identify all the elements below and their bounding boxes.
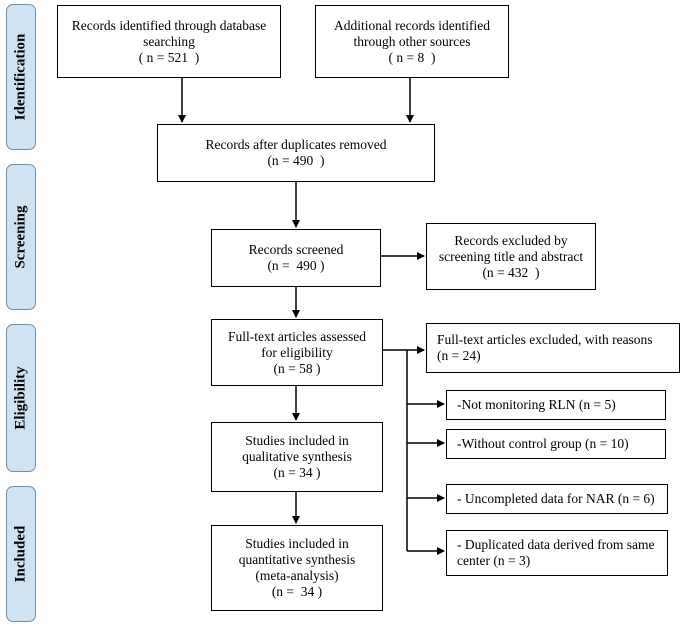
box-database-records: Records identified through database sear… (57, 5, 281, 78)
box-studies-quantitative: Studies included in quantitative synthes… (211, 525, 383, 611)
box-after-duplicates: Records after duplicates removed (n = 49… (157, 124, 435, 182)
database-records-count: ( n = 521 ) (138, 49, 200, 65)
records-excluded-line-2: screening title and abstract (438, 248, 584, 264)
quantitative-line-3: (meta-analysis) (255, 568, 339, 583)
records-excluded-line-1: Records excluded by (454, 232, 568, 248)
database-records-line-1: Records identified through database (71, 17, 267, 33)
box-reason-uncompleted-nar: - Uncompleted data for NAR (n = 6) (446, 484, 668, 514)
box-reason-duplicated-data: - Duplicated data derived from same cent… (446, 530, 668, 576)
qualitative-line-1: Studies included in (245, 433, 349, 448)
reason-duplicated-line-2: center (n = 3) (457, 553, 531, 568)
fulltext-excluded-count: (n = 24) (437, 348, 481, 363)
records-screened-count: (n = 490 ) (267, 258, 325, 273)
stage-screening: Screening (6, 164, 36, 310)
reason-without-control-text: -Without control group (n = 10) (457, 436, 629, 451)
after-duplicates-line-1: Records after duplicates removed (205, 137, 387, 152)
fulltext-assessed-line-2: for eligibility (261, 344, 333, 360)
box-fulltext-excluded: Full-text articles excluded, with reason… (426, 323, 680, 373)
other-records-line-2: through other sources (353, 33, 471, 49)
stage-included: Included (6, 486, 36, 622)
qualitative-count: (n = 34 ) (273, 465, 321, 480)
qualitative-line-2: qualitative synthesis (242, 449, 352, 464)
box-reason-without-control: -Without control group (n = 10) (446, 429, 666, 459)
box-records-screened: Records screened (n = 490 ) (211, 229, 381, 287)
stage-identification: Identification (6, 4, 36, 150)
fulltext-assessed-line-1: Full-text articles assessed (228, 328, 366, 344)
other-records-line-1: Additional records identified (334, 17, 490, 33)
quantitative-line-2: quantitative synthesis (238, 552, 356, 567)
stage-eligibility: Eligibility (6, 324, 36, 472)
records-screened-line-1: Records screened (248, 242, 344, 257)
box-fulltext-assessed: Full-text articles assessed for eligibil… (211, 319, 383, 386)
quantitative-line-1: Studies included in (245, 536, 349, 551)
reason-uncompleted-nar-text: - Uncompleted data for NAR (n = 6) (457, 491, 655, 506)
database-records-line-2: searching (143, 33, 195, 49)
box-records-excluded-screening: Records excluded by screening title and … (426, 223, 596, 290)
other-records-count: ( n = 8 ) (388, 49, 436, 65)
quantitative-count: (n = 34 ) (271, 584, 323, 599)
reason-duplicated-line-1: - Duplicated data derived from same (457, 537, 655, 552)
reason-not-monitoring-rln-text: -Not monitoring RLN (n = 5) (457, 397, 616, 412)
fulltext-excluded-line-1: Full-text articles excluded, with reason… (437, 332, 653, 347)
box-reason-not-monitoring-rln: -Not monitoring RLN (n = 5) (446, 390, 666, 420)
box-other-records: Additional records identified through ot… (315, 5, 509, 78)
fulltext-assessed-count: (n = 58 ) (273, 360, 321, 376)
records-excluded-count: (n = 432 ) (482, 264, 540, 280)
box-studies-qualitative: Studies included in qualitative synthesi… (211, 422, 383, 492)
after-duplicates-count: (n = 490 ) (267, 153, 325, 168)
